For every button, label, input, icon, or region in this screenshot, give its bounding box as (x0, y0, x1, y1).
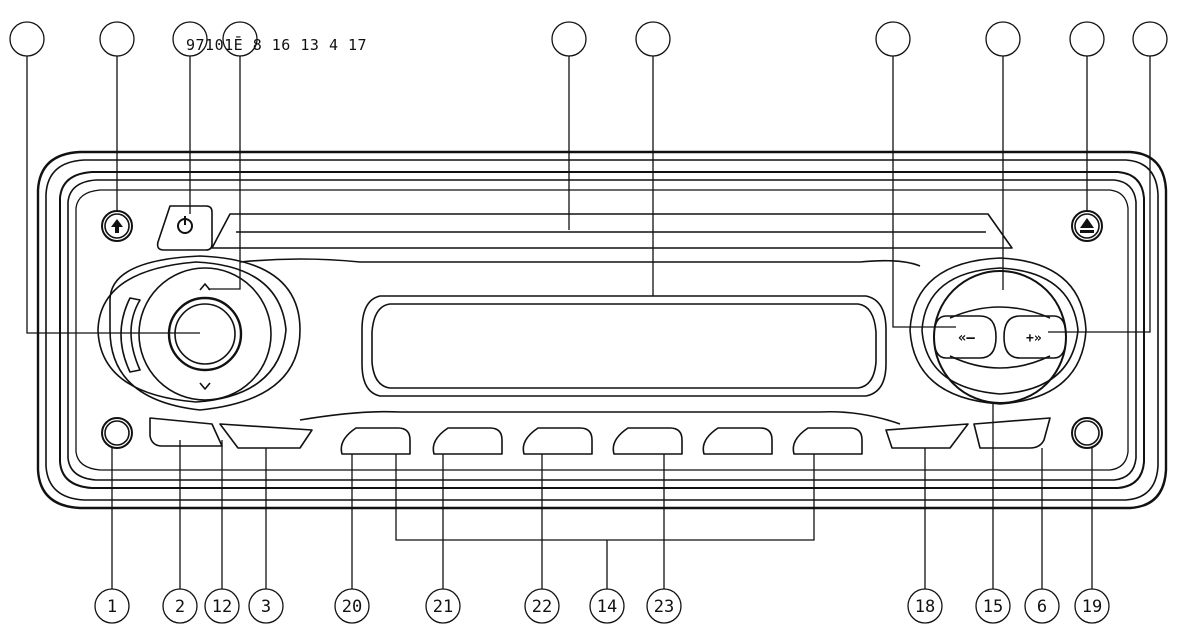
power-button (156, 205, 213, 251)
release-button-inner (104, 213, 130, 239)
leader-line (208, 56, 241, 290)
dial-divider-bottom (949, 355, 1051, 369)
key-2 (149, 417, 223, 447)
lcd-window-inner (371, 303, 877, 389)
callout-number-15: 15 (983, 597, 1003, 617)
top-callout-circle (99, 21, 135, 57)
cd-slot-outline (211, 213, 1013, 249)
left-knob-housing-2 (97, 261, 287, 403)
jog-dial (933, 270, 1067, 404)
top-callout-circle (222, 21, 258, 57)
preset-key-1 (340, 427, 411, 455)
callout-number-18: 18 (915, 597, 935, 617)
eject-button-inner (1074, 213, 1100, 239)
outer-frame-inner (45, 159, 1159, 501)
top-callout-circle (635, 21, 671, 57)
callout-circle-20 (334, 588, 370, 624)
knob-up-chevron-icon (199, 283, 211, 291)
seek-right-symbol: +» (1026, 331, 1042, 346)
seek-right-button (1003, 315, 1067, 359)
display-band-upper (239, 258, 921, 267)
callout-circle-22 (524, 588, 560, 624)
callout-circle-6 (1024, 588, 1060, 624)
knob-release-tab (120, 297, 141, 373)
callout-number-1: 1 (107, 597, 117, 617)
callout-circle-1 (94, 588, 130, 624)
callout-number-21: 21 (433, 597, 453, 617)
callout-circle-19 (1074, 588, 1110, 624)
callout-number-23: 23 (654, 597, 674, 617)
callout-circle-21 (425, 588, 461, 624)
seek-left-button (933, 315, 997, 359)
callout-circle-15 (975, 588, 1011, 624)
lcd-window-outer (361, 295, 887, 397)
top-callouts (9, 21, 1168, 334)
top-callout-circle (985, 21, 1021, 57)
preset-key-5 (702, 427, 773, 455)
seek-left-symbol: «– (958, 330, 975, 346)
dial-divider-top (949, 306, 1051, 319)
preset-bracket (395, 454, 815, 589)
preset-key-6 (792, 427, 863, 455)
knob-down-chevron-icon (199, 382, 211, 390)
top-callout-circle (1132, 21, 1168, 57)
top-callout-text: 97101Ē 8 16 13 4 17 (186, 36, 368, 54)
left-knob-housing (109, 255, 301, 411)
volume-knob-outer (167, 296, 243, 372)
key-6 (973, 417, 1051, 449)
callout-circle-23 (646, 588, 682, 624)
callout-number-20: 20 (342, 597, 362, 617)
top-callout-circle (172, 21, 208, 57)
right-dial-housing (909, 257, 1087, 405)
preset-key-3 (522, 427, 593, 455)
volume-knob-inner (174, 303, 236, 365)
callout-number-3: 3 (261, 597, 271, 617)
panel-frame (75, 189, 1129, 471)
top-callout-circle (551, 21, 587, 57)
display-band-lower (299, 410, 901, 425)
callout-circle-2 (162, 588, 198, 624)
callout-circle-12 (204, 588, 240, 624)
button-19 (1071, 417, 1103, 449)
eject-icon (1080, 218, 1094, 228)
button-1-inner (104, 420, 130, 446)
bezel-frame-inner (67, 179, 1137, 481)
callout-number-2: 2 (175, 597, 185, 617)
callout-number-14: 14 (597, 597, 617, 617)
top-callout-circle (1069, 21, 1105, 57)
right-dial-housing-2 (921, 267, 1079, 395)
outer-frame (36, 150, 1168, 510)
leader-line (1048, 56, 1151, 333)
leader-line (26, 56, 200, 334)
key-3 (219, 423, 313, 449)
top-callout-circle (875, 21, 911, 57)
callout-circle-18 (907, 588, 943, 624)
leader-line (892, 56, 956, 328)
callout-number-12: 12 (212, 597, 232, 617)
volume-knob-ring (138, 267, 272, 401)
bezel-frame (59, 171, 1145, 489)
preset-key-4 (612, 427, 683, 455)
button-19-inner (1074, 420, 1100, 446)
release-arrow-icon (111, 219, 123, 233)
preset-key-2 (432, 427, 503, 455)
callout-number-22: 22 (532, 597, 552, 617)
key-18 (885, 423, 969, 449)
callout-number-19: 19 (1082, 597, 1102, 617)
callout-circle-3 (248, 588, 284, 624)
top-callout-circle (9, 21, 45, 57)
callout-number-6: 6 (1037, 597, 1047, 617)
button-1 (101, 417, 133, 449)
